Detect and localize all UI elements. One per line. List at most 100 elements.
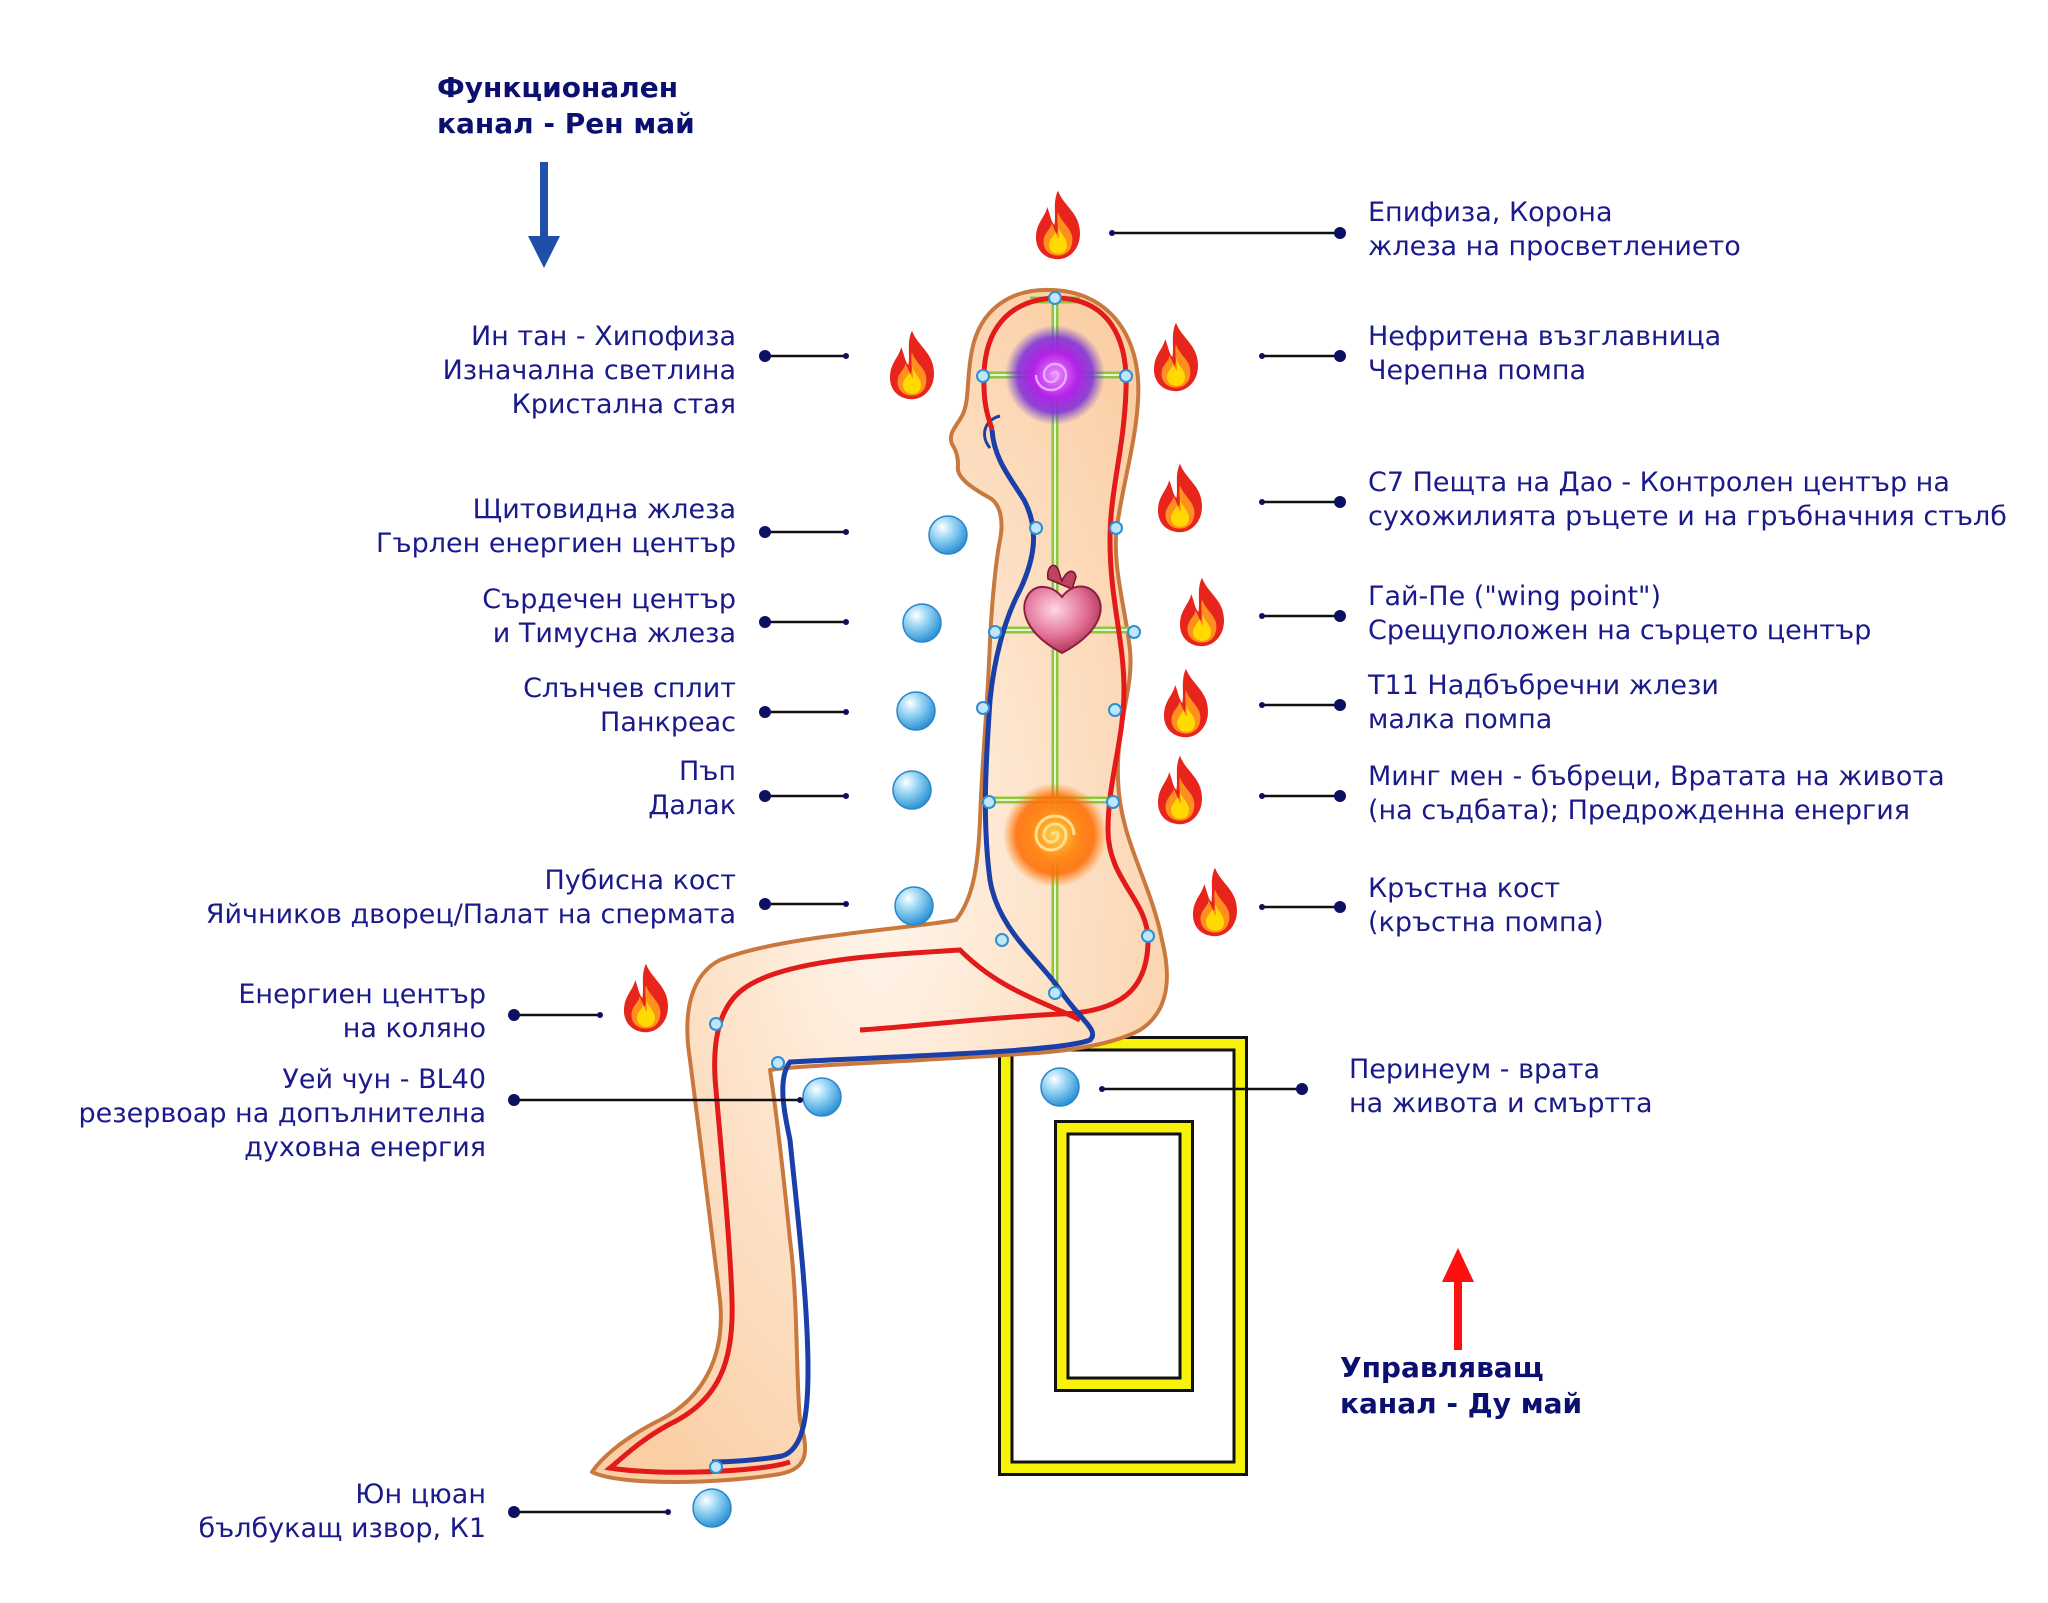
label-line: бълбукащ извор, К1 [198, 1513, 486, 1544]
fire-icon [1179, 577, 1224, 647]
leader-dot-small [843, 529, 849, 535]
label-line: Яйчников дворец/Палат на спермата [205, 899, 736, 930]
label-line: жлеза на просветлението [1368, 231, 1741, 262]
label-line: на коляно [342, 1013, 486, 1044]
stool-inner-frame [1057, 1123, 1191, 1389]
channel-node [1127, 625, 1141, 639]
governing-channel-heading-line-2: канал - Ду май [1340, 1387, 1583, 1420]
stool-outer-border [998, 1036, 1248, 1476]
leader-dot [1334, 699, 1346, 711]
leader-dot-small [797, 1097, 803, 1103]
fire-icon [1157, 463, 1202, 533]
dantian-orb [1003, 783, 1107, 887]
heart-body [1023, 585, 1102, 655]
functional-channel-heading: Функционален канал - Рен май [437, 70, 695, 142]
heart-icon [1023, 564, 1102, 655]
label-thyroid: Щитовидна жлеза Гърлен енергиен център [376, 493, 736, 561]
leader-dot [508, 1009, 520, 1021]
crown-orb [1005, 325, 1105, 425]
label-line: Гърлен енергиен център [376, 528, 736, 559]
label-sacrum: Кръстна кост (кръстна помпа) [1368, 872, 1604, 940]
label-line: Изначална светлина [442, 355, 736, 386]
label-line: Сърдечен център [482, 584, 736, 615]
label-t11: Т11 Надбъбречни жлези малка помпа [1368, 669, 1719, 737]
channel-node [709, 1460, 723, 1474]
label-line: Т11 Надбъбречни жлези [1368, 670, 1719, 701]
label-line: (кръстна помпа) [1368, 907, 1604, 938]
label-line: С7 Пещта на Дао - Контролен център на [1368, 467, 1950, 498]
label-line: Пубисна кост [544, 865, 736, 896]
label-line: на живота и смъртта [1349, 1088, 1653, 1119]
leader-dot-small [1099, 1086, 1105, 1092]
leader-dot [1334, 227, 1346, 239]
label-line: Епифиза, Корона [1368, 197, 1613, 228]
energy-point-icon [896, 691, 936, 731]
governing-channel-head [981, 295, 1056, 431]
channel-node [976, 701, 990, 715]
leader-dot [759, 350, 771, 362]
channel-node [988, 625, 1002, 639]
label-pineal: Епифиза, Корона жлеза на просветлението [1368, 196, 1741, 264]
label-knee-center: Енергиен център на коляно [238, 978, 486, 1046]
stool-outer-inner-border [1010, 1048, 1236, 1464]
fire-icon [1157, 755, 1202, 825]
leader-dot [1334, 790, 1346, 802]
label-line: Далак [648, 790, 736, 821]
label-in-tan: Ин тан - Хипофиза Изначална светлина Кри… [443, 320, 736, 422]
stool-outer-frame [1001, 1039, 1245, 1473]
leader-dot [1334, 350, 1346, 362]
channel-node [982, 795, 996, 809]
label-wing-point: Гай-Пе ("wing point") Срещуположен на съ… [1368, 580, 1871, 648]
stool-inner-border [1054, 1120, 1194, 1392]
mouth-line [983, 414, 1001, 449]
label-line: Черепна помпа [1368, 355, 1587, 386]
leader-dot-small [1259, 613, 1265, 619]
leader-dot [1296, 1083, 1308, 1095]
fire-icon [1163, 668, 1208, 738]
channel-node [1108, 703, 1122, 717]
energy-point-icon [902, 603, 942, 643]
label-line: Пъп [678, 756, 736, 787]
leader-dot [508, 1506, 520, 1518]
channel-node [995, 933, 1009, 947]
functional-channel-heading-line-2: канал - Рен май [437, 107, 695, 140]
up-arrow-icon [1442, 1248, 1474, 1282]
fire-icon [889, 330, 934, 400]
label-ming-men: Минг мен - бъбреци, Вратата на живота (н… [1368, 760, 1945, 828]
label-yun-chuan: Юн цюан бълбукащ извор, К1 [199, 1478, 486, 1546]
label-line: Ин тан - Хипофиза [470, 321, 736, 352]
label-navel: Пъп Далак [648, 755, 736, 823]
energy-point-icon [802, 1077, 842, 1117]
governing-channel-heading-line-1: Управляващ [1340, 1351, 1544, 1384]
functional-channel-heading-line-1: Функционален [437, 71, 679, 104]
fire-icon [1035, 190, 1080, 260]
energy-point-icon [692, 1488, 732, 1528]
label-heart-center: Сърдечен център и Тимусна жлеза [482, 583, 736, 651]
label-line: малка помпа [1368, 704, 1553, 735]
leader-dot-small [1259, 904, 1265, 910]
heart-vessels [1046, 564, 1077, 591]
label-line: (на съдбата); Предрожденна енергия [1368, 795, 1910, 826]
label-line: Уей чун - BL40 [282, 1064, 486, 1095]
leader-dot [759, 706, 771, 718]
label-line: Кръстна кост [1368, 873, 1561, 904]
label-line: Юн цюан [355, 1479, 486, 1510]
label-line: Панкреас [600, 707, 736, 738]
channel-node [1109, 521, 1123, 535]
label-line: Перинеум - врата [1349, 1054, 1600, 1085]
label-line: Нефритена възглавница [1368, 321, 1722, 352]
leader-dot [759, 616, 771, 628]
fire-icon [1153, 322, 1198, 392]
leader-dot [508, 1094, 520, 1106]
leader-dot-small [1109, 230, 1115, 236]
channel-node [1141, 929, 1155, 943]
channel-node [771, 1056, 785, 1070]
leader-dot-small [1259, 499, 1265, 505]
leader-dot [759, 790, 771, 802]
leader-dot [1334, 610, 1346, 622]
label-perineum: Перинеум - врата на живота и смъртта [1349, 1053, 1653, 1121]
label-line: Енергиен център [238, 979, 486, 1010]
leader-dot-small [665, 1509, 671, 1515]
leader-dot [1334, 496, 1346, 508]
